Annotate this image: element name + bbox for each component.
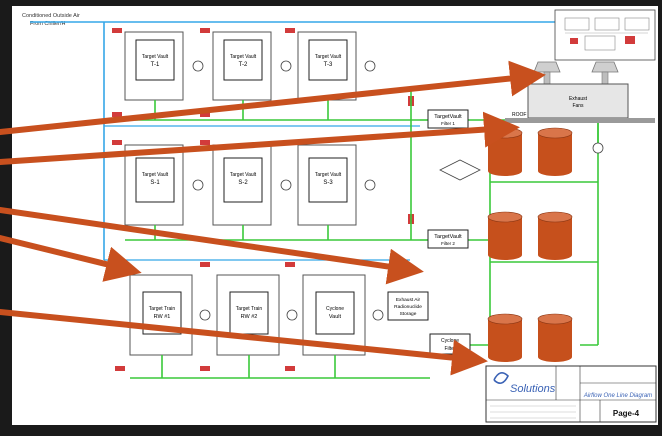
vault-id: RW #2	[241, 314, 258, 320]
vault-layer: Target Vault T-1 Target Vault T-2 Target…	[124, 31, 366, 356]
vault-t3: Target Vault T-3	[297, 31, 357, 101]
vault-s2: Target Vault S-2	[212, 144, 272, 226]
filter-2: TargetVault Filter 2	[427, 229, 469, 249]
vault-label: Target Vault	[315, 54, 342, 60]
vault-t2: Target Vault T-2	[212, 31, 272, 101]
logo-swirl-icon	[493, 372, 509, 384]
vault-id: T-1	[151, 62, 160, 68]
vault-label: Target Train	[149, 306, 176, 312]
exhaust-storage-line2: Radionuclide	[394, 304, 422, 310]
header-line1: Conditioned Outside Air	[22, 13, 80, 19]
vault-label: Cyclone	[326, 306, 344, 312]
vault-label: Target Train	[236, 306, 263, 312]
vault-rw2: Target Train RW #2	[216, 274, 280, 356]
filter-1: TargetVault Filter 1	[427, 109, 469, 129]
vault-label: Target Vault	[315, 172, 342, 178]
tank-layer	[487, 127, 573, 362]
header-line2: From Chiller/H	[30, 21, 65, 27]
storage-tank	[487, 127, 523, 176]
arrow-layer	[0, 60, 546, 376]
storage-tank	[487, 313, 523, 362]
vault-label: Target Vault	[142, 54, 169, 60]
junction-box	[439, 159, 481, 181]
storage-tank	[537, 127, 573, 176]
annotation-arrow	[0, 309, 488, 376]
exhaust-storage-line1: Exhaust Air	[396, 297, 421, 303]
storage-tank	[487, 211, 523, 260]
filter-line2: Filter	[444, 346, 455, 352]
annotation-arrow	[0, 60, 546, 135]
fans-line2: Fans	[572, 103, 584, 109]
page-number: Page-4	[613, 409, 640, 418]
filter-line1: TargetVault	[434, 114, 462, 120]
drawing-title: Airflow One Line Diagram	[583, 393, 652, 399]
vault-label: Target Vault	[142, 172, 169, 178]
vault-s1: Target Vault S-1	[124, 144, 184, 226]
vault-s3: Target Vault S-3	[297, 144, 357, 226]
roof-label: ROOF	[512, 112, 526, 118]
vault-id: S-1	[150, 180, 160, 186]
filter-line2: Filter 2	[441, 241, 455, 246]
filter-cyclone: Cyclone Filter	[429, 333, 471, 355]
filter-line1: TargetVault	[434, 234, 462, 240]
vault-t1: Target Vault T-1	[124, 31, 184, 101]
vault-label: Target Vault	[230, 54, 257, 60]
vault-rw1: Target Train RW #1	[129, 274, 193, 356]
title-block: Solutions Airflow One Line Diagram Page-…	[485, 365, 657, 423]
vault-id: T-2	[239, 62, 248, 68]
annotation-arrow	[0, 235, 142, 282]
annotation-arrow	[0, 111, 520, 165]
storage-tank	[537, 211, 573, 260]
vault-id: S-3	[323, 180, 333, 186]
exhaust-storage-line3: Storage	[400, 311, 417, 317]
annotation-arrow	[0, 207, 424, 285]
vault-id: RW #1	[154, 314, 171, 320]
vault-id: T-3	[324, 62, 333, 68]
filter-line1: Cyclone	[441, 338, 459, 344]
damper-symbols	[192, 60, 384, 321]
company-name: Solutions	[510, 383, 556, 395]
fans-line1: Exhaust	[569, 96, 588, 102]
vault-id: Vault	[329, 314, 342, 320]
storage-tank	[537, 313, 573, 362]
schematic-thumbnail	[554, 9, 656, 61]
vault-id: S-2	[238, 180, 248, 186]
vault-label: Target Vault	[230, 172, 257, 178]
exhaust-storage: Exhaust Air Radionuclide Storage	[387, 291, 429, 321]
filter-line2: Filter 1	[441, 121, 455, 126]
